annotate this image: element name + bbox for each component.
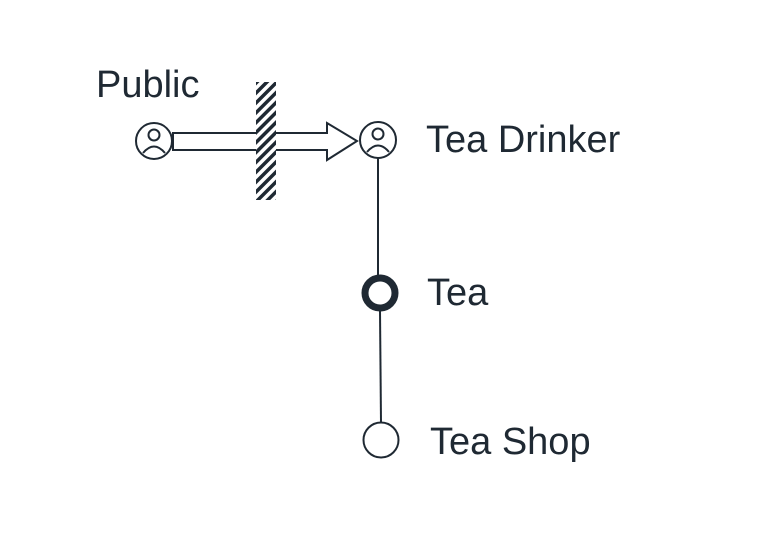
tea-drinker-user-icon: [359, 121, 397, 159]
boundary-hatch: [256, 82, 276, 200]
tea-drinker-label: Tea Drinker: [426, 119, 621, 161]
tea-node-circle: [361, 274, 399, 312]
public-label: Public: [96, 64, 200, 106]
public-user-icon: [135, 122, 173, 160]
tea-shop-node-circle: [362, 421, 400, 459]
tea-shop-label: Tea Shop: [430, 421, 591, 463]
tea-label: Tea: [427, 272, 489, 314]
link-tea-to-tea-shop: [379, 310, 382, 424]
